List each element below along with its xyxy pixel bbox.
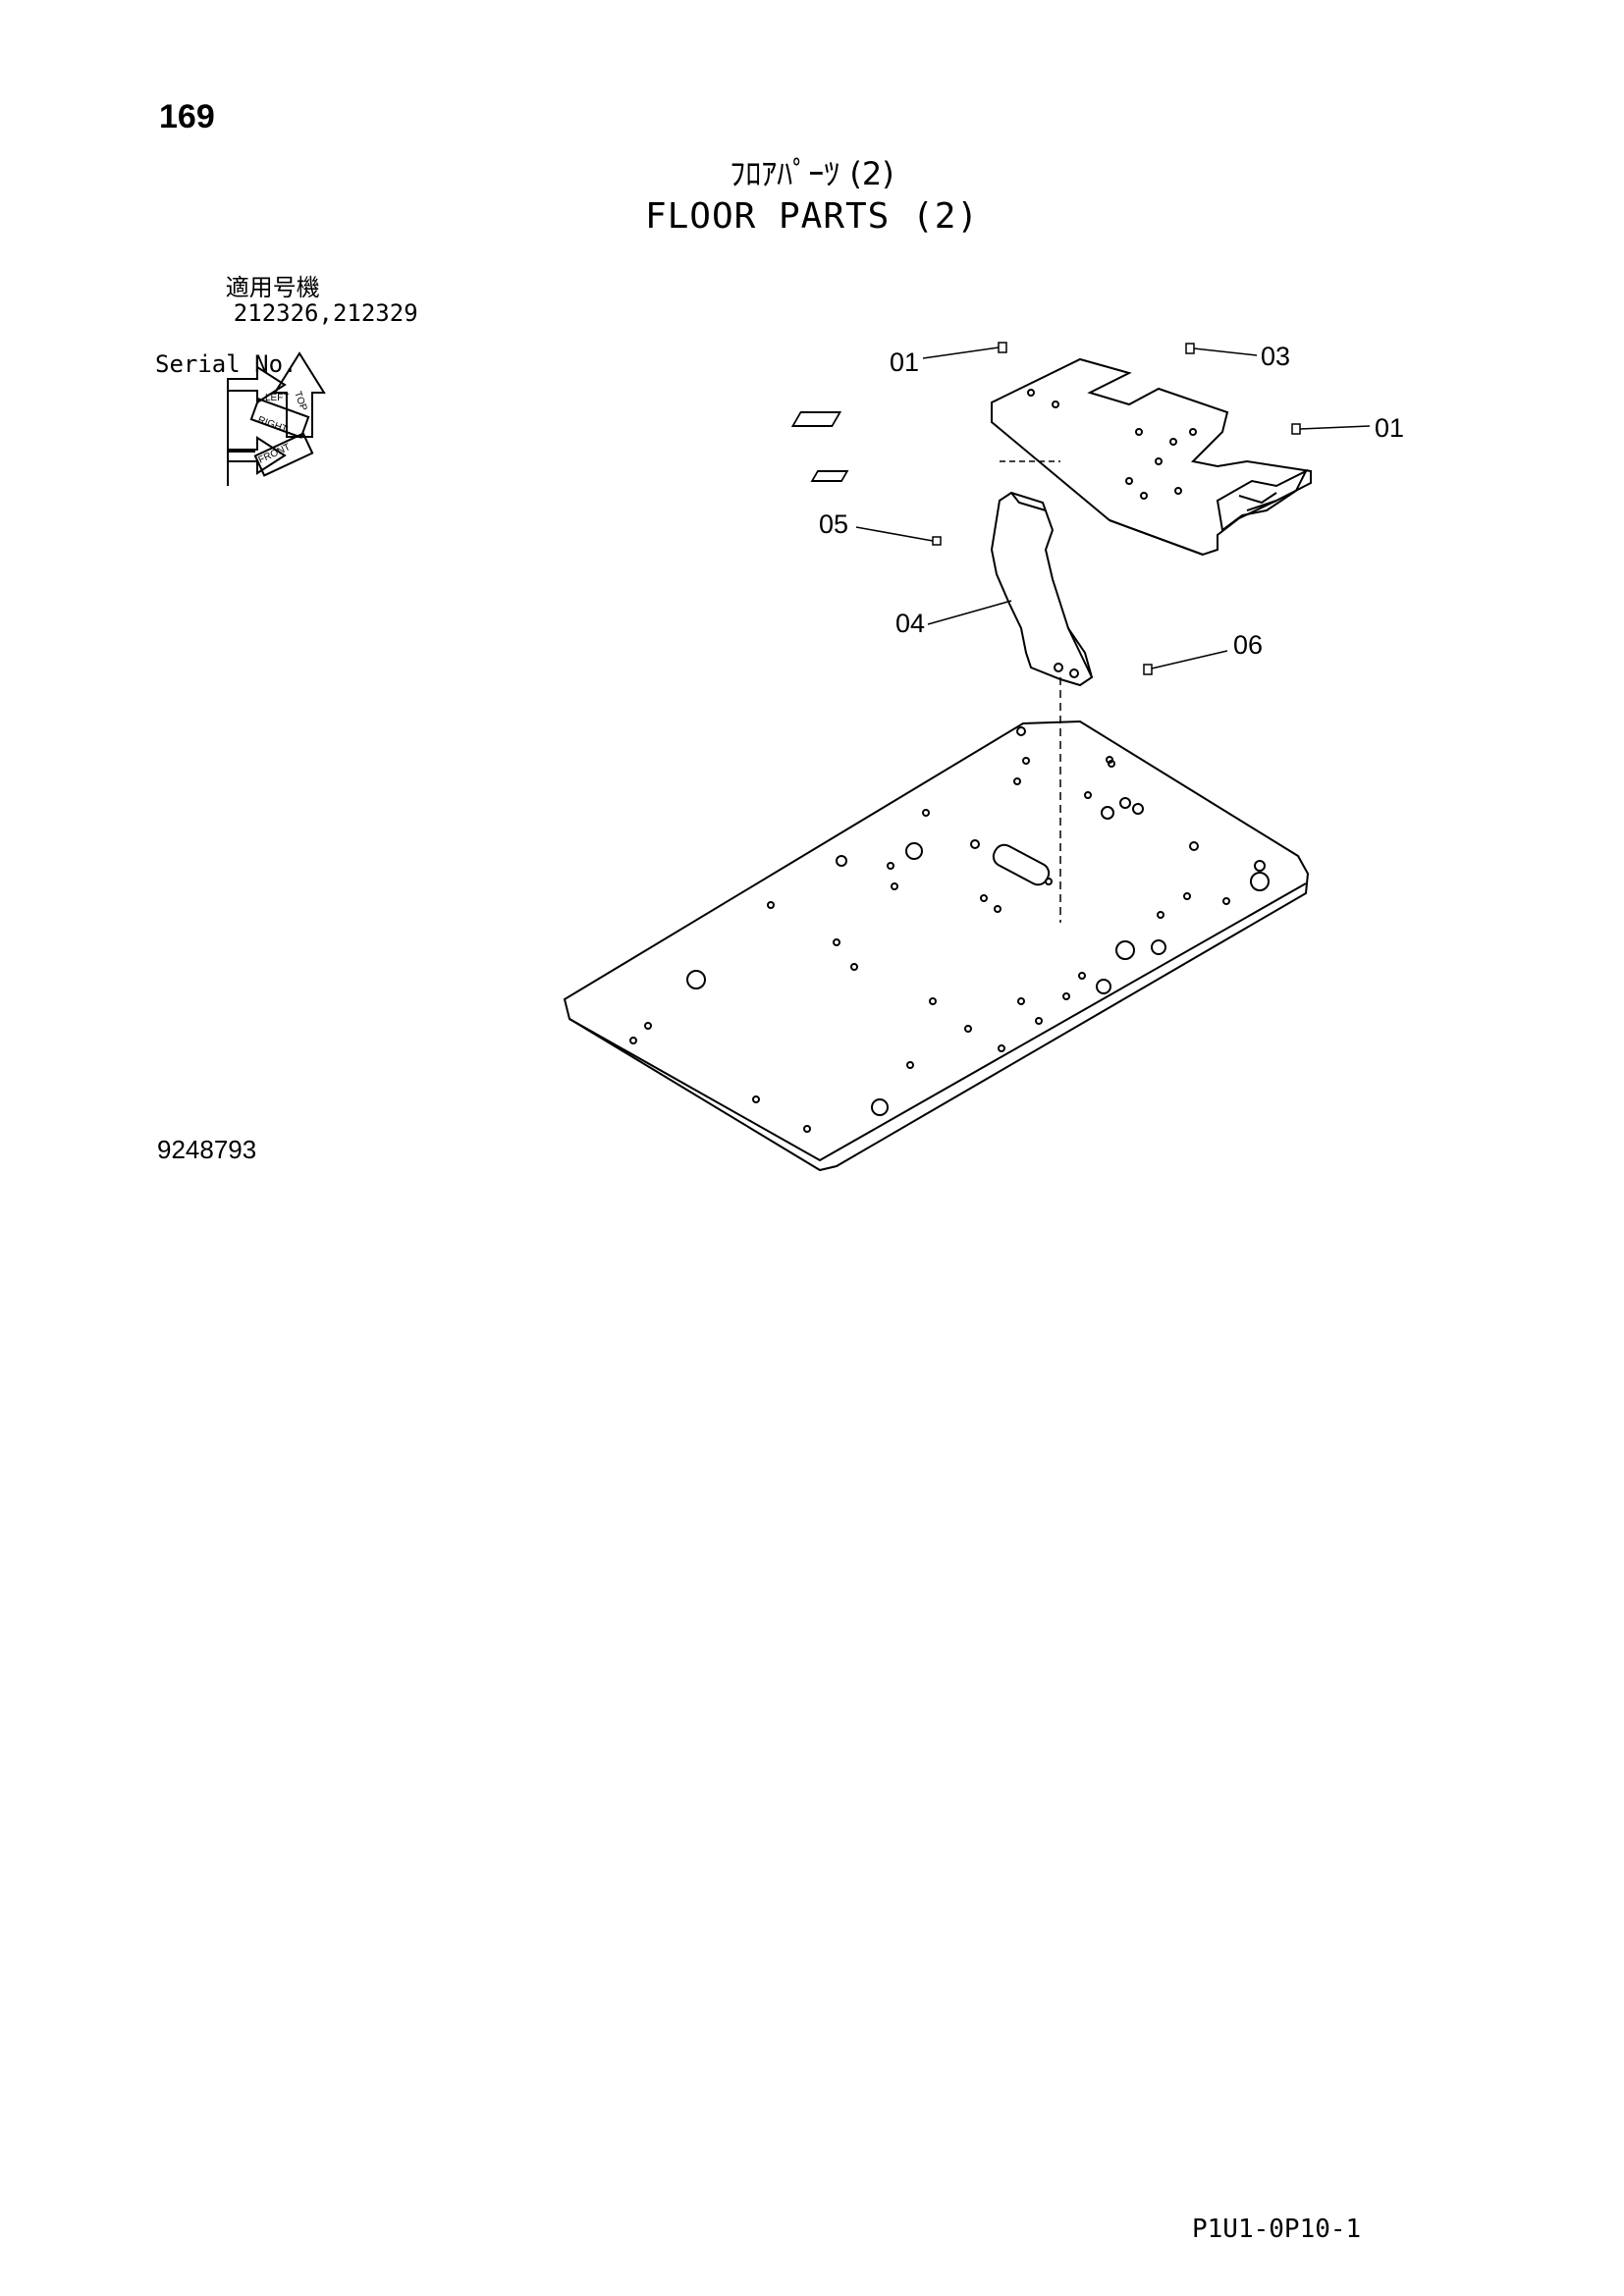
callout-01-left: 01 [890, 347, 919, 377]
callout-03: 03 [1261, 342, 1290, 371]
orientation-icon: TOP RIGHT FRONT LEFT [227, 351, 326, 486]
document-number: 9248793 [157, 1135, 257, 1164]
callout-06: 06 [1233, 630, 1263, 660]
bolt-01-right [1291, 423, 1301, 435]
footer-code: P1U1-0P10-1 [1192, 2215, 1362, 2244]
title-english: FLOOR PARTS (2) [644, 196, 980, 237]
leader-lines [855, 347, 1371, 923]
icon-label-left: LEFT [265, 393, 289, 403]
serial-row-jp: 適用号機 212326,212329 [155, 249, 418, 351]
bolt-01-left [998, 342, 1007, 353]
nut-05 [932, 536, 942, 546]
serial-label-jp: 適用号機 [225, 274, 320, 301]
callout-05: 05 [819, 509, 848, 539]
page-number: 169 [159, 98, 215, 135]
callout-04: 04 [895, 609, 925, 638]
icon-label-right: RIGHT [256, 414, 289, 435]
upper-floor-plate [790, 357, 1312, 557]
serial-label-en: Serial No. [155, 350, 298, 378]
serial-number-block: 適用号機 212326,212329 Serial No. [155, 249, 418, 377]
bolt-06 [1143, 664, 1153, 675]
bolts [932, 342, 1301, 675]
callout-01-right: 01 [1375, 413, 1404, 443]
serial-values: 212326,212329 [233, 299, 418, 327]
base-floor-plate [563, 720, 1310, 1172]
title-japanese: ﾌﾛｱﾊﾟｰﾂ (2) [730, 155, 894, 192]
bracket-part-04 [990, 491, 1094, 687]
icon-label-top: TOP [292, 390, 308, 412]
bolt-03 [1185, 343, 1195, 354]
